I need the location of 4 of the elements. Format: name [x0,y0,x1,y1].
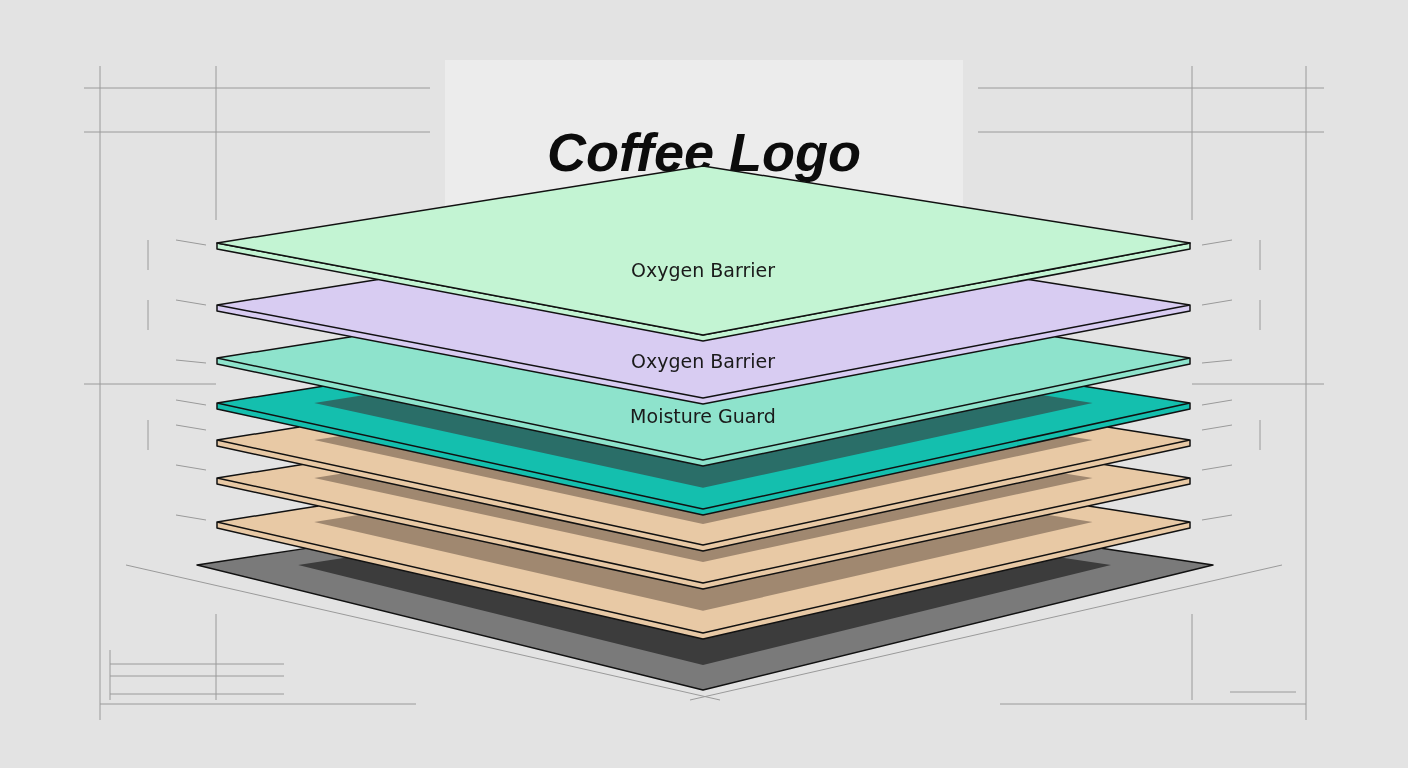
layer-label: Oxygen Barrier [631,349,775,373]
layer-label: Oxygen Barrier [631,258,775,282]
layer-label: Moisture Guard [630,404,776,428]
diagram-title: Coffee Logo [546,122,862,182]
